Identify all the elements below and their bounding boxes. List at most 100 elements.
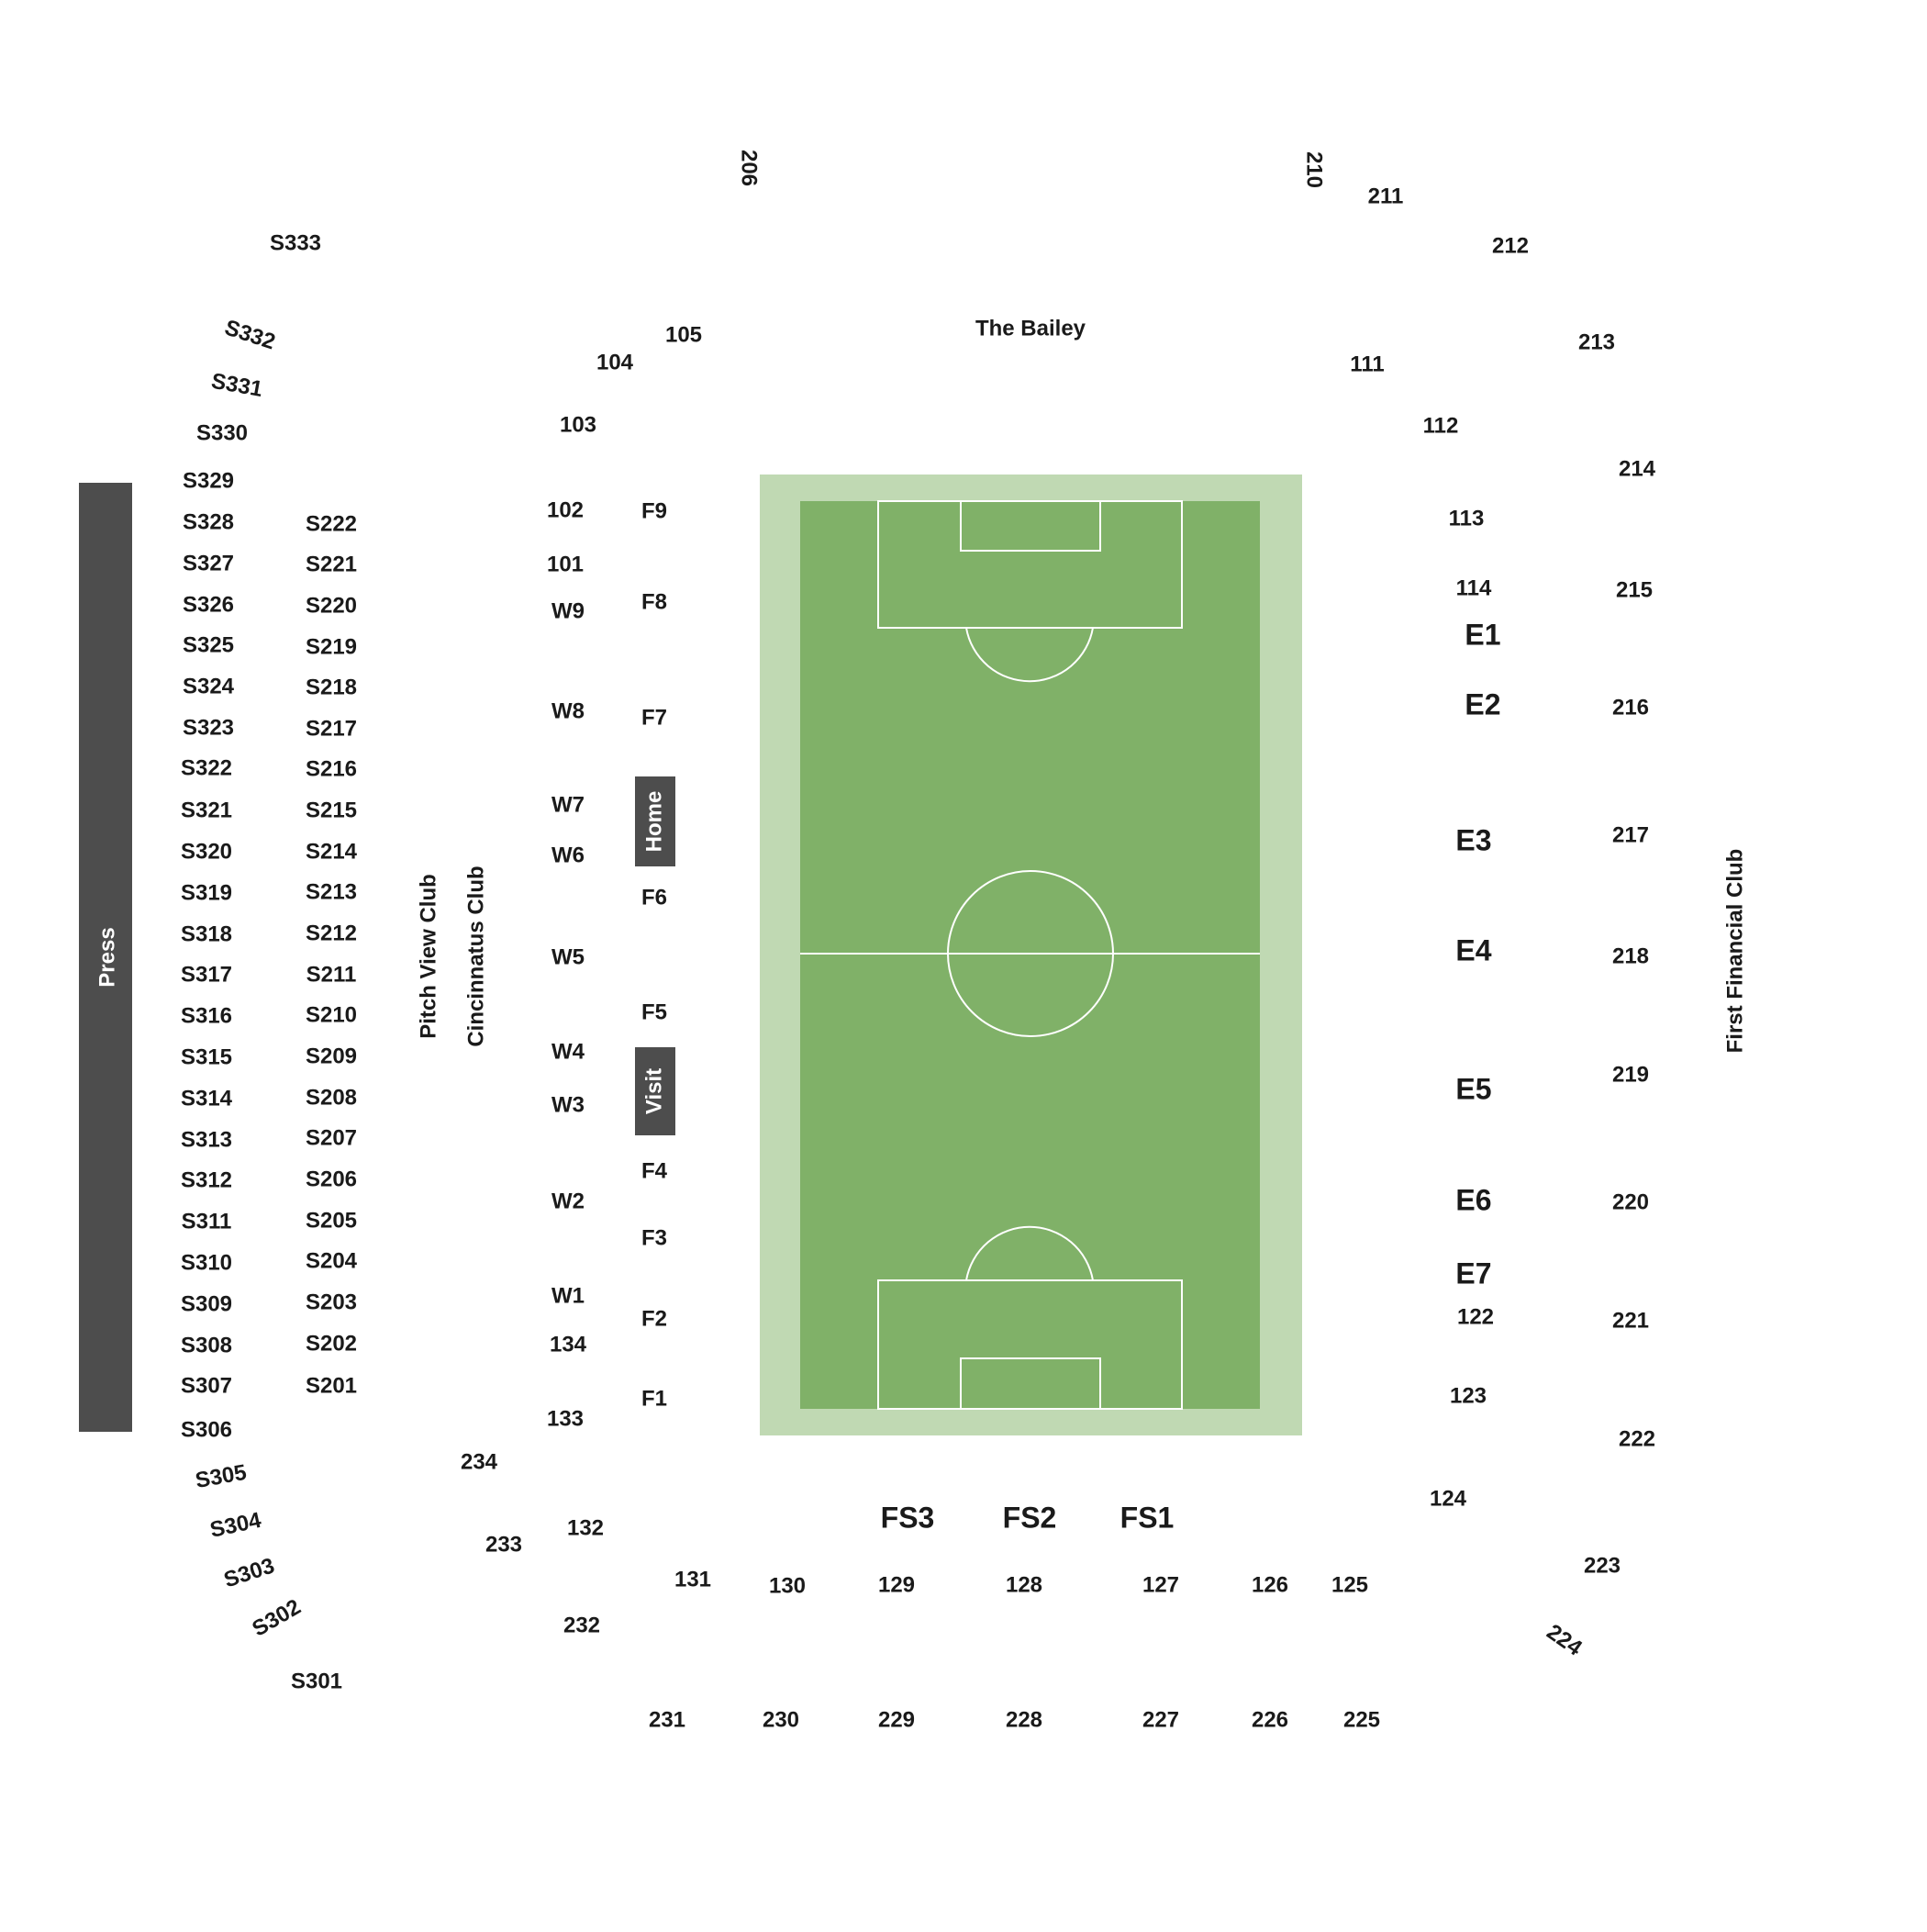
section-233[interactable]: 233	[485, 1532, 522, 1557]
section-f3[interactable]: F3	[641, 1225, 667, 1250]
section-f9[interactable]: F9	[641, 498, 667, 523]
section-210[interactable]: 210	[1302, 151, 1327, 188]
section-s332[interactable]: S332	[222, 315, 279, 354]
section-w6[interactable]: W6	[551, 843, 585, 867]
section-f6[interactable]: F6	[641, 885, 667, 910]
section-w5[interactable]: W5	[551, 944, 585, 969]
section-221[interactable]: 221	[1612, 1308, 1649, 1333]
section-s328[interactable]: S328	[183, 509, 234, 534]
section-131[interactable]: 131	[674, 1567, 711, 1591]
section-s202[interactable]: S202	[306, 1331, 357, 1356]
section-s313[interactable]: S313	[181, 1127, 232, 1152]
section-111[interactable]: 111	[1350, 352, 1384, 376]
section-125[interactable]: 125	[1331, 1572, 1368, 1597]
section-fs2[interactable]: FS2	[1003, 1501, 1057, 1534]
section-s314[interactable]: S314	[181, 1086, 233, 1111]
section-s310[interactable]: S310	[181, 1250, 232, 1275]
section-112[interactable]: 112	[1423, 413, 1459, 438]
section-s333[interactable]: S333	[270, 230, 321, 255]
section-126[interactable]: 126	[1252, 1572, 1288, 1597]
section-133[interactable]: 133	[547, 1406, 584, 1431]
section-s304[interactable]: S304	[208, 1508, 264, 1543]
section-f1[interactable]: F1	[641, 1386, 667, 1411]
section-s205[interactable]: S205	[306, 1208, 357, 1233]
section-s302[interactable]: S302	[248, 1594, 305, 1641]
section-s331[interactable]: S331	[209, 369, 264, 402]
section-224[interactable]: 224	[1543, 1620, 1587, 1661]
section-s324[interactable]: S324	[183, 674, 235, 698]
section-w9[interactable]: W9	[551, 598, 585, 623]
section-s222[interactable]: S222	[306, 511, 357, 536]
section-f2[interactable]: F2	[641, 1306, 667, 1331]
section-219[interactable]: 219	[1612, 1062, 1649, 1087]
section-s319[interactable]: S319	[181, 880, 232, 905]
section-w2[interactable]: W2	[551, 1189, 585, 1213]
section-s216[interactable]: S216	[306, 756, 357, 781]
section-s215[interactable]: S215	[306, 798, 357, 822]
section-e6[interactable]: E6	[1455, 1183, 1491, 1216]
section-s317[interactable]: S317	[181, 962, 232, 987]
section-e4[interactable]: E4	[1455, 933, 1491, 966]
section-134[interactable]: 134	[550, 1332, 587, 1357]
section-s330[interactable]: S330	[196, 420, 248, 445]
section-s309[interactable]: S309	[181, 1291, 232, 1316]
section-103[interactable]: 103	[560, 412, 596, 437]
section-218[interactable]: 218	[1612, 944, 1649, 968]
section-f4[interactable]: F4	[641, 1158, 668, 1183]
section-230[interactable]: 230	[763, 1707, 799, 1732]
section-s213[interactable]: S213	[306, 879, 357, 904]
section-s218[interactable]: S218	[306, 675, 357, 699]
section-231[interactable]: 231	[649, 1707, 685, 1732]
section-w1[interactable]: W1	[551, 1283, 585, 1308]
section-223[interactable]: 223	[1584, 1553, 1621, 1578]
section-211[interactable]: 211	[1368, 184, 1404, 208]
section-s307[interactable]: S307	[181, 1373, 232, 1398]
section-fs3[interactable]: FS3	[881, 1501, 935, 1534]
section-220[interactable]: 220	[1612, 1189, 1649, 1214]
section-w3[interactable]: W3	[551, 1092, 585, 1117]
section-s201[interactable]: S201	[306, 1373, 357, 1398]
section-129[interactable]: 129	[878, 1572, 915, 1597]
section-f7[interactable]: F7	[641, 705, 667, 730]
section-s322[interactable]: S322	[181, 755, 232, 780]
section-229[interactable]: 229	[878, 1707, 915, 1732]
section-s219[interactable]: S219	[306, 634, 357, 659]
section-s306[interactable]: S306	[181, 1417, 232, 1442]
section-s221[interactable]: S221	[306, 552, 357, 576]
section-213[interactable]: 213	[1578, 329, 1615, 354]
press-box[interactable]	[79, 483, 132, 1432]
section-225[interactable]: 225	[1343, 1707, 1380, 1732]
section-s204[interactable]: S204	[306, 1248, 358, 1273]
section-217[interactable]: 217	[1612, 822, 1649, 847]
section-227[interactable]: 227	[1142, 1707, 1179, 1732]
section-s305[interactable]: S305	[194, 1460, 249, 1493]
section-s311[interactable]: S311	[182, 1209, 232, 1234]
section-s211[interactable]: S211	[306, 962, 357, 987]
section-123[interactable]: 123	[1450, 1383, 1487, 1408]
section-s312[interactable]: S312	[181, 1167, 232, 1192]
section-101[interactable]: 101	[547, 552, 584, 576]
section-228[interactable]: 228	[1006, 1707, 1042, 1732]
section-s321[interactable]: S321	[181, 798, 232, 822]
section-w4[interactable]: W4	[551, 1039, 585, 1064]
section-212[interactable]: 212	[1492, 233, 1529, 258]
section-105[interactable]: 105	[665, 322, 702, 347]
section-s208[interactable]: S208	[306, 1085, 357, 1110]
section-132[interactable]: 132	[567, 1515, 604, 1540]
section-s318[interactable]: S318	[181, 921, 232, 946]
section-fs1[interactable]: FS1	[1120, 1501, 1175, 1534]
section-e7[interactable]: E7	[1455, 1256, 1491, 1290]
section-124[interactable]: 124	[1430, 1486, 1467, 1511]
section-f5[interactable]: F5	[641, 1000, 667, 1024]
section-s214[interactable]: S214	[306, 839, 358, 864]
section-s327[interactable]: S327	[183, 551, 234, 575]
section-215[interactable]: 215	[1616, 577, 1653, 602]
section-122[interactable]: 122	[1457, 1304, 1494, 1329]
section-s203[interactable]: S203	[306, 1290, 357, 1314]
section-206[interactable]: 206	[737, 150, 762, 186]
section-216[interactable]: 216	[1612, 695, 1649, 720]
section-s316[interactable]: S316	[181, 1003, 232, 1028]
section-s217[interactable]: S217	[306, 716, 357, 741]
section-s206[interactable]: S206	[306, 1167, 357, 1191]
section-e2[interactable]: E2	[1465, 687, 1500, 720]
